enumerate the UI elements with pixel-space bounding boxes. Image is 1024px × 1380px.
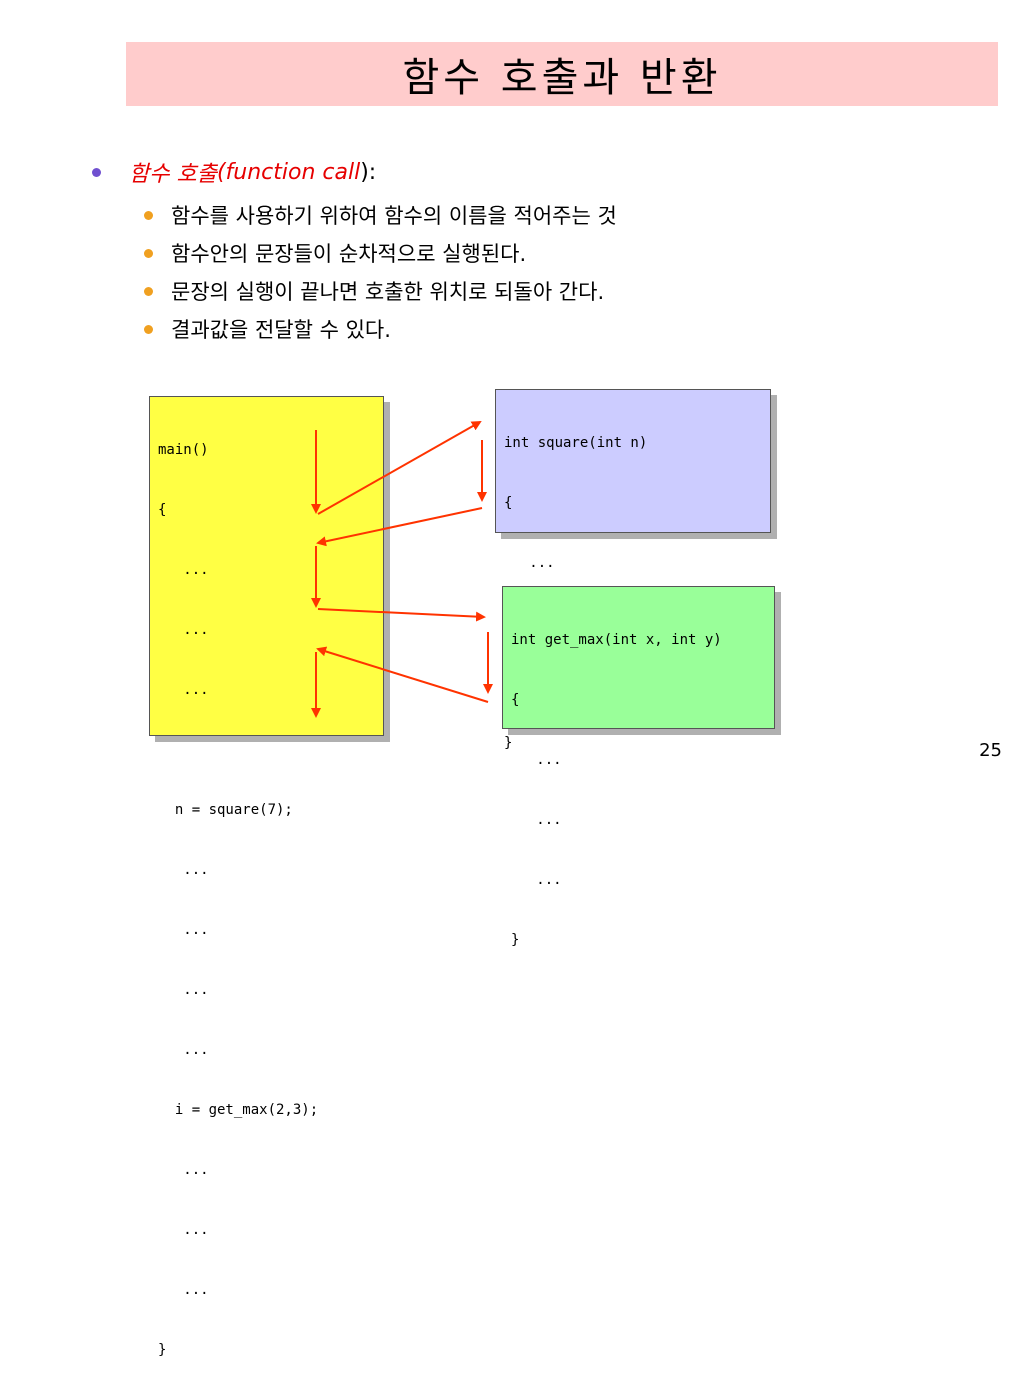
- code-line: {: [511, 692, 520, 708]
- code-line: i = get_max(2,3);: [158, 1102, 319, 1118]
- sub-bullet: 문장의 실행이 끝나면 호출한 위치로 되돌아 간다.: [144, 272, 617, 310]
- code-line: ...: [511, 872, 562, 888]
- code-line: ...: [511, 752, 562, 768]
- title-bar: 함수 호출과 반환: [126, 42, 998, 106]
- code-line: ...: [158, 1042, 209, 1058]
- square-code-box: int square(int n) { ... ... ... }: [495, 389, 771, 751]
- code-line: }: [504, 735, 513, 751]
- code-line: ...: [504, 555, 555, 571]
- sub-bullet: 함수를 사용하기 위하여 함수의 이름을 적어주는 것: [144, 196, 617, 234]
- term-suffix: ):: [360, 159, 377, 185]
- code-line: }: [511, 932, 520, 948]
- code-line: main(): [158, 442, 209, 458]
- code-line: ...: [158, 682, 209, 698]
- code-line: ...: [511, 812, 562, 828]
- page-number: 25: [979, 740, 1002, 761]
- sub-bullet-text: 문장의 실행이 끝나면 호출한 위치로 되돌아 간다.: [171, 280, 605, 304]
- sub-bullet: 결과값을 전달할 수 있다.: [144, 310, 617, 348]
- term-en: (function call: [216, 159, 361, 185]
- main-bullet: 함수 호출 (function call ):: [92, 156, 376, 188]
- call-arrow: [317, 608, 486, 622]
- code-line: }: [158, 1342, 167, 1358]
- sub-bullet-list: 함수를 사용하기 위하여 함수의 이름을 적어주는 것 함수안의 문장들이 순차…: [144, 196, 617, 348]
- code-line: int get_max(int x, int y): [511, 632, 722, 648]
- sub-bullet-text: 함수안의 문장들이 순차적으로 실행된다.: [171, 242, 527, 266]
- code-line: {: [504, 495, 513, 511]
- code-line: ...: [158, 922, 209, 938]
- bullet-dot-icon: [144, 210, 153, 220]
- bullet-dot-icon: [144, 324, 153, 334]
- code-line: ...: [158, 982, 209, 998]
- bullet-dot-icon: [144, 248, 153, 258]
- bullet-dot-icon: [144, 286, 153, 296]
- code-line: ...: [158, 1162, 209, 1178]
- sub-bullet: 함수안의 문장들이 순차적으로 실행된다.: [144, 234, 617, 272]
- code-line: ...: [158, 562, 209, 578]
- code-line: int square(int n): [504, 435, 648, 451]
- sub-bullet-text: 결과값을 전달할 수 있다.: [171, 318, 391, 342]
- sub-bullet-text: 함수를 사용하기 위하여 함수의 이름을 적어주는 것: [171, 204, 617, 228]
- code-line: ...: [158, 1282, 209, 1298]
- get-max-code-box: int get_max(int x, int y) { ... ... ... …: [502, 586, 775, 948]
- return-arrow: [316, 507, 483, 547]
- term-ko: 함수 호출: [129, 162, 217, 187]
- code-line: ...: [158, 622, 209, 638]
- code-line: ...: [158, 1222, 209, 1238]
- return-arrow: [316, 646, 489, 703]
- code-line: ...: [158, 862, 209, 878]
- bullet-dot-icon: [92, 167, 101, 177]
- slide-title: 함수 호출과 반환: [402, 55, 722, 101]
- flow-arrows: [311, 421, 493, 718]
- call-arrow: [317, 421, 482, 515]
- code-line: {: [158, 502, 167, 518]
- code-line: n = square(7);: [158, 802, 293, 818]
